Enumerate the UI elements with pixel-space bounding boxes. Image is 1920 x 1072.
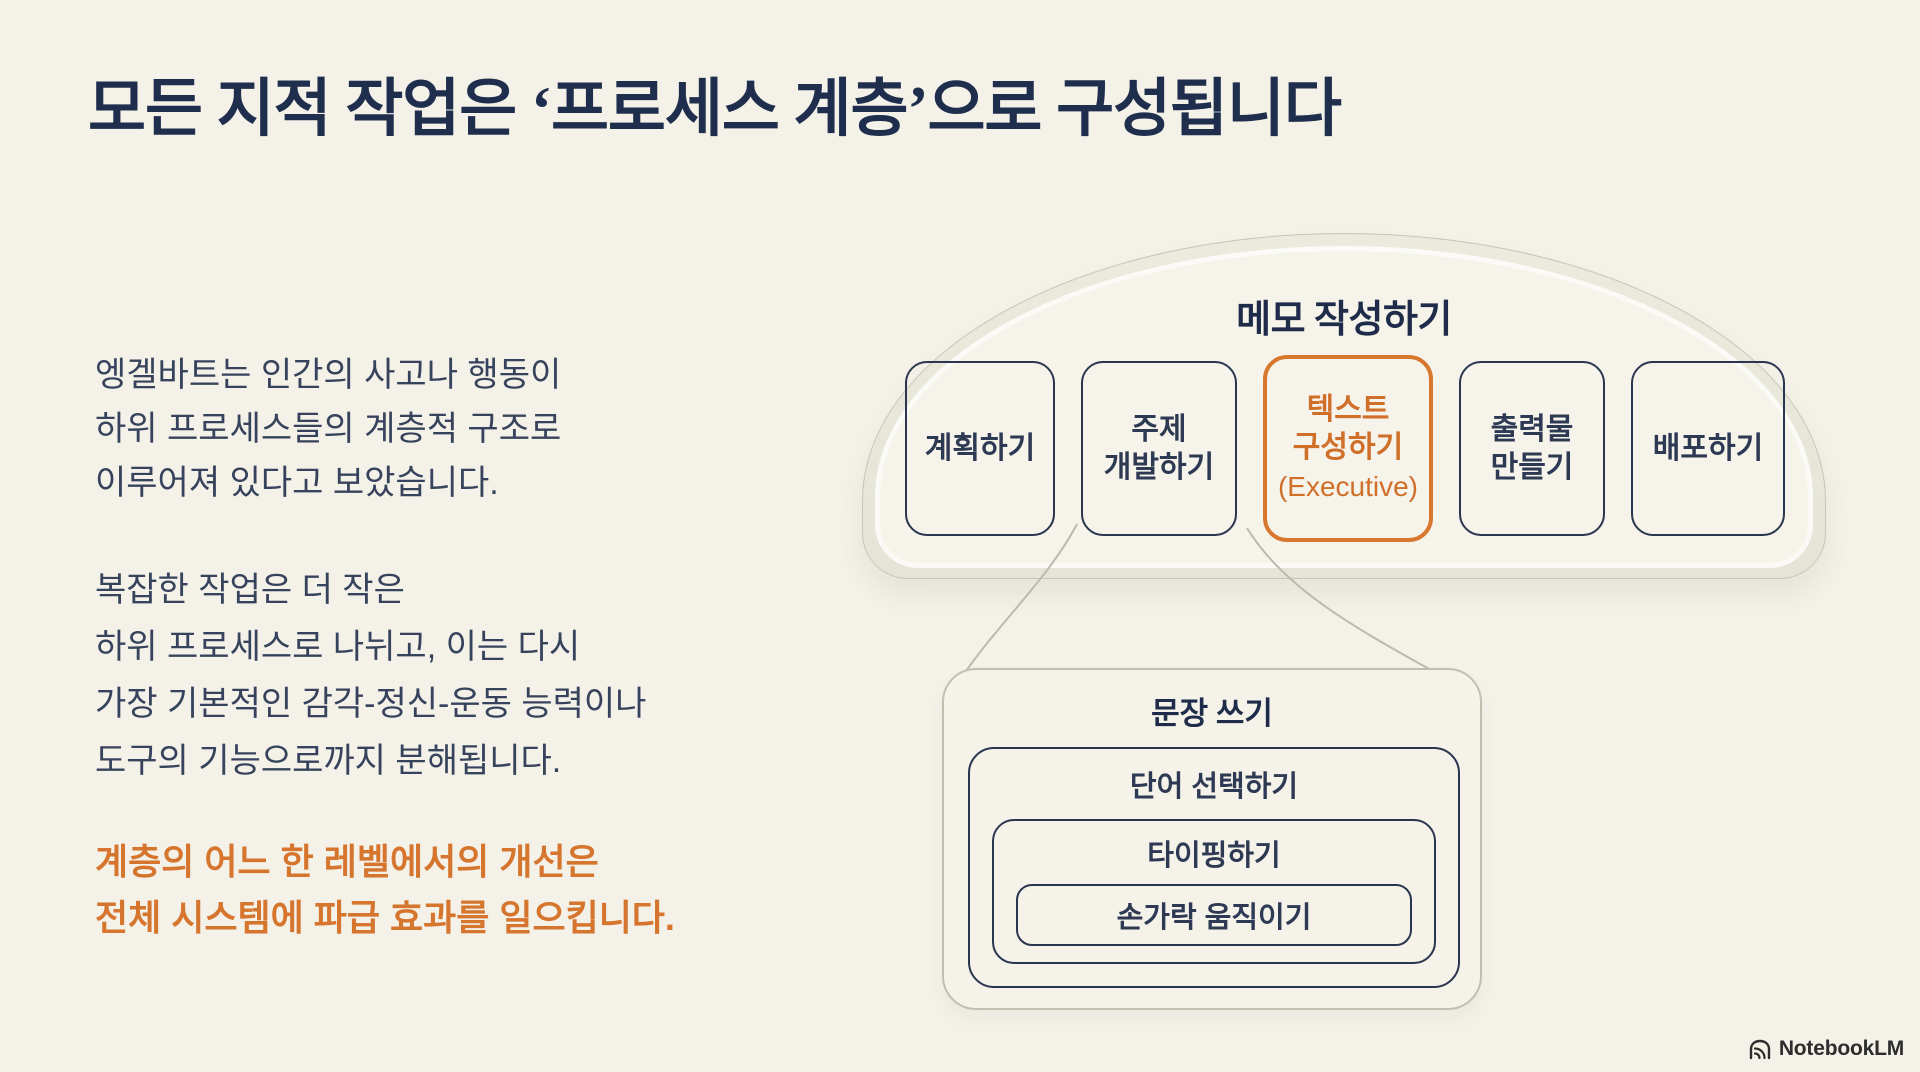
process-box-planning: 계획하기 [905, 361, 1055, 536]
box-label-line: (Executive) [1277, 470, 1419, 502]
notebooklm-wordmark: NotebookLM [1778, 1037, 1904, 1060]
box-label-line: 텍스트 [1306, 392, 1390, 426]
process-box-output: 출력물 만들기 [1459, 361, 1605, 536]
process-box-text-composition-highlighted: 텍스트 구성하기 (Executive) [1263, 355, 1433, 542]
typing-box: 타이핑하기 손가락 움직이기 [992, 819, 1436, 964]
text-line: 계층의 어느 한 레벨에서의 개선은 [95, 841, 599, 882]
box-label-line: 계획하기 [924, 431, 1036, 465]
finger-movement-box: 손가락 움직이기 [1016, 884, 1412, 946]
text-line: 하위 프로세스로 나뉘고, 이는 다시 [95, 628, 581, 666]
paragraph-decomposition: 복잡한 작업은 더 작은 하위 프로세스로 나뉘고, 이는 다시 가장 기본적인… [95, 562, 646, 790]
process-box-topic-development: 주제 개발하기 [1081, 361, 1237, 536]
text-line: 도구의 기능으로까지 분해됩니다. [95, 742, 562, 780]
notebooklm-branding: NotebookLM [1748, 1034, 1904, 1064]
notebooklm-icon [1749, 1039, 1771, 1059]
box-label-line: 개발하기 [1103, 450, 1215, 484]
typing-label: 타이핑하기 [1147, 840, 1281, 872]
sentence-writing-group: 문장 쓰기 단어 선택하기 타이핑하기 손가락 움직이기 [942, 668, 1482, 1010]
text-line: 복잡한 작업은 더 작은 [95, 571, 405, 609]
process-box-row: 계획하기 주제 개발하기 텍스트 구성하기 (Executive) 출력물 만들… [905, 355, 1787, 542]
memo-group-title: 메모 작성하기 [1236, 299, 1452, 341]
box-label-line: 구성하기 [1292, 430, 1404, 464]
box-label-line: 배포하기 [1652, 431, 1764, 465]
sentence-group-title: 문장 쓰기 [1151, 696, 1273, 731]
text-line: 하위 프로세스들의 계층적 구조로 [95, 410, 562, 448]
word-choice-label: 단어 선택하기 [1129, 771, 1299, 803]
word-choice-box: 단어 선택하기 타이핑하기 손가락 움직이기 [968, 747, 1460, 988]
text-line: 가장 기본적인 감각-정신-운동 능력이나 [95, 685, 647, 723]
box-label-line: 만들기 [1490, 450, 1574, 484]
paragraph-highlight: 계층의 어느 한 레벨에서의 개선은 전체 시스템에 파급 효과를 일으킵니다. [95, 834, 675, 946]
text-line: 엥겔바트는 인간의 사고나 행동이 [95, 356, 562, 394]
page-title: 모든 지적 작업은 ‘프로세스 계층’으로 구성됩니다 [88, 74, 1342, 144]
text-line: 전체 시스템에 파급 효과를 일으킵니다. [95, 897, 675, 938]
finger-movement-label: 손가락 움직이기 [1116, 902, 1312, 934]
box-label-line: 출력물 [1490, 412, 1574, 446]
paragraph-engelbart: 엥겔바트는 인간의 사고나 행동이 하위 프로세스들의 계층적 구조로 이루어져… [95, 348, 561, 510]
box-label-line: 주제 [1131, 412, 1187, 446]
text-line: 이루어져 있다고 보았습니다. [95, 464, 499, 502]
process-box-distribution: 배포하기 [1631, 361, 1785, 536]
